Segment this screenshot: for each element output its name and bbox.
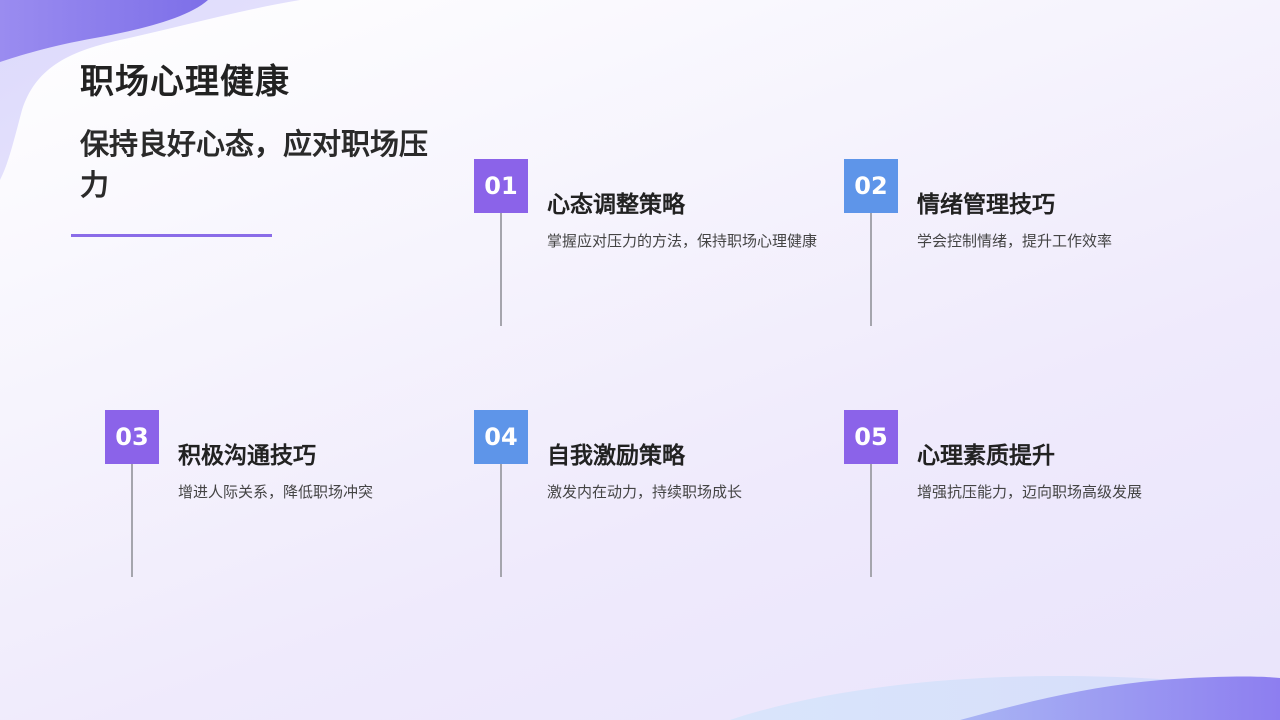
item-card-03: 03 积极沟通技巧 增进人际关系，降低职场冲突 <box>105 410 425 580</box>
item-number-badge: 02 <box>844 159 898 213</box>
item-vertical-line <box>870 464 872 577</box>
item-card-02: 02 情绪管理技巧 学会控制情绪，提升工作效率 <box>844 159 1164 329</box>
item-vertical-line <box>500 213 502 326</box>
item-description: 增进人际关系，降低职场冲突 <box>178 483 374 501</box>
item-vertical-line <box>870 213 872 326</box>
item-vertical-line <box>500 464 502 577</box>
item-title: 心态调整策略 <box>547 192 685 218</box>
item-title: 心理素质提升 <box>917 443 1055 469</box>
item-number-badge: 03 <box>105 410 159 464</box>
item-title: 积极沟通技巧 <box>178 443 316 469</box>
item-card-05: 05 心理素质提升 增强抗压能力，迈向职场高级发展 <box>844 410 1164 580</box>
item-description: 增强抗压能力，迈向职场高级发展 <box>917 483 1143 501</box>
item-number-badge: 01 <box>474 159 528 213</box>
item-description: 学会控制情绪，提升工作效率 <box>917 232 1113 250</box>
top-left-blob-dark <box>0 0 208 62</box>
item-vertical-line <box>131 464 133 577</box>
title-divider <box>71 234 272 237</box>
item-title: 情绪管理技巧 <box>917 192 1055 218</box>
item-card-04: 04 自我激励策略 激发内在动力，持续职场成长 <box>474 410 794 580</box>
item-number-badge: 05 <box>844 410 898 464</box>
item-number-badge: 04 <box>474 410 528 464</box>
item-card-01: 01 心态调整策略 掌握应对压力的方法，保持职场心理健康 <box>474 159 817 329</box>
item-description: 掌握应对压力的方法，保持职场心理健康 <box>547 232 818 250</box>
bottom-right-wave-dark <box>960 676 1280 720</box>
item-description: 激发内在动力，持续职场成长 <box>547 483 743 501</box>
bottom-right-wave-light <box>730 676 1280 720</box>
page-subtitle: 保持良好心态，应对职场压力 <box>80 127 429 202</box>
page-title: 职场心理健康 <box>80 62 290 102</box>
item-title: 自我激励策略 <box>547 443 685 469</box>
